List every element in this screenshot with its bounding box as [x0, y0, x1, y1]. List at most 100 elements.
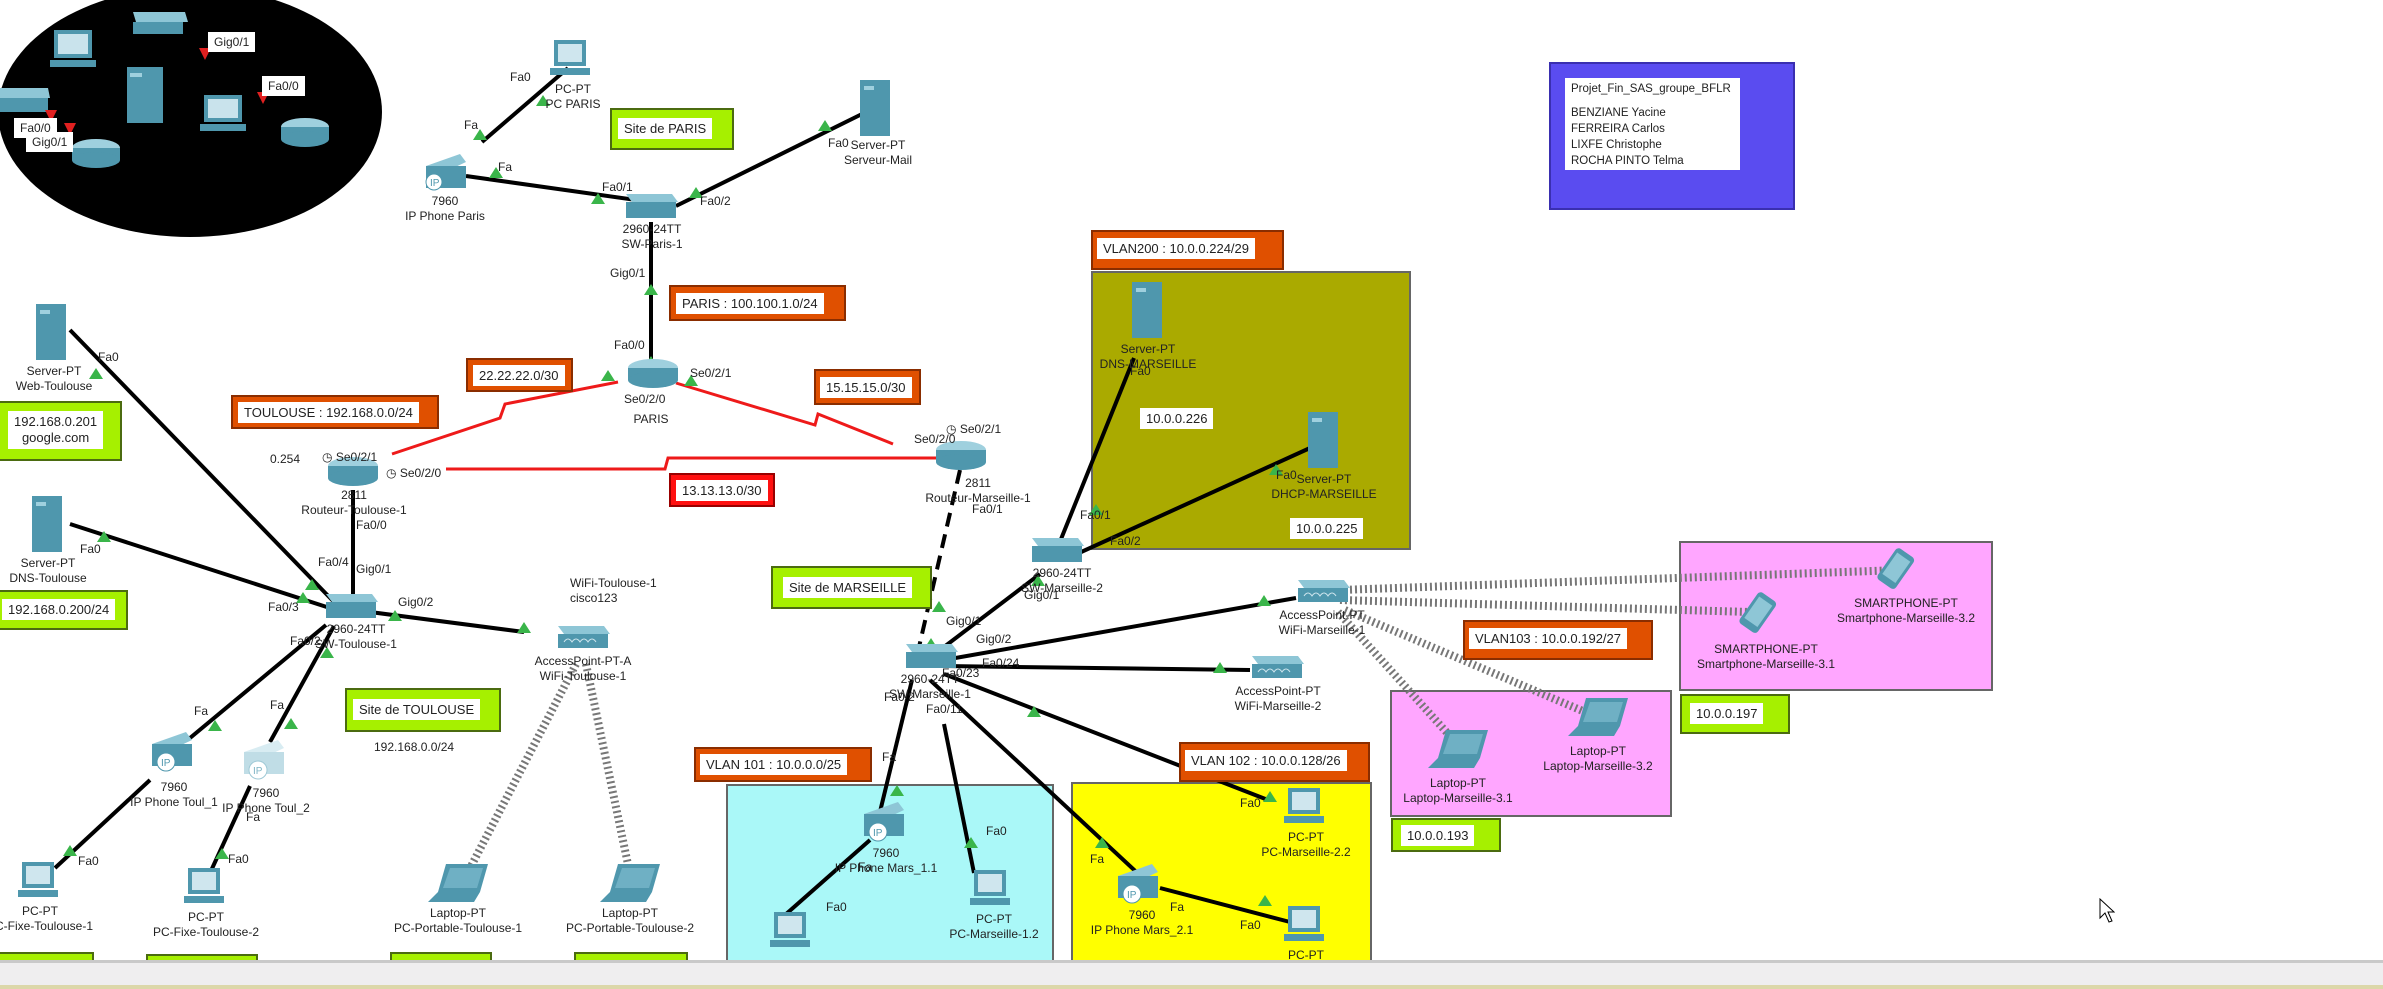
pc-icon[interactable]: [16, 862, 64, 902]
bottom-scrollbar[interactable]: [0, 960, 2383, 989]
link-phone-sw-paris[interactable]: [465, 174, 651, 204]
link-status-indicator: [1257, 595, 1271, 606]
pc-icon[interactable]: [1282, 906, 1330, 946]
ip-phone-icon[interactable]: IP: [858, 800, 912, 844]
link-status-indicator: [1027, 706, 1041, 717]
link-status-indicator: [1263, 791, 1277, 802]
link-sw-mars1-ap1[interactable]: [943, 596, 1297, 662]
link-status-indicator: [1269, 464, 1283, 475]
server-icon[interactable]: [1130, 280, 1166, 340]
link-status-indicator: [473, 129, 487, 140]
link-status-indicator: [644, 284, 658, 295]
pc-icon[interactable]: [550, 40, 594, 80]
ip-phone-icon[interactable]: IP: [1112, 862, 1166, 906]
router-icon[interactable]: [934, 440, 990, 474]
pc-icon[interactable]: [182, 868, 230, 908]
legend-server-icon: [127, 67, 163, 123]
link-sw-mars1-phone21[interactable]: [928, 678, 1147, 882]
legend-port-label: Gig0/1: [208, 32, 256, 52]
wireless-link-toul2[interactable]: [582, 663, 634, 875]
laptop-icon[interactable]: [1568, 698, 1630, 740]
smartphone-icon[interactable]: [1872, 546, 1928, 592]
laptop-icon[interactable]: [428, 864, 490, 906]
ip-phone-icon[interactable]: IP: [420, 152, 470, 192]
port-label: Fa0: [228, 852, 249, 866]
wireless-link-lap32[interactable]: [1343, 606, 1587, 716]
wireless-link-sm31[interactable]: [1339, 596, 1751, 616]
note-text: Site de MARSEILLE: [783, 577, 913, 598]
link-sw-mars1-ap2[interactable]: [943, 664, 1251, 672]
server-icon[interactable]: [30, 494, 66, 554]
link-sw-toul-phone2[interactable]: [268, 625, 336, 743]
serial-toulouse-paris[interactable]: [391, 380, 619, 456]
link-status-indicator: [601, 370, 615, 381]
link-status-indicator: [1258, 895, 1272, 906]
device-label-line: AccessPoint-PT: [1279, 608, 1365, 622]
link-dns-sw-toul[interactable]: [69, 522, 337, 612]
port-label: Gig0/2: [398, 595, 434, 609]
device-label-line: 7960: [872, 846, 900, 860]
pc-icon[interactable]: [768, 912, 816, 952]
site-toulouse-note: Site de TOULOUSE: [345, 688, 501, 732]
device-label-line: AccessPoint-PT-A: [534, 654, 632, 668]
ip-phone-icon[interactable]: IP: [146, 730, 200, 774]
note-text: Projet_Fin_SAS_groupe_BFLR BENZIANE Yaci…: [1565, 78, 1740, 170]
link-pc-paris-phone[interactable]: [480, 66, 570, 144]
link-router-mars-sw-mars1[interactable]: [914, 469, 962, 661]
router-icon[interactable]: [326, 456, 382, 490]
device-label-line: Laptop-Marseille-3.2: [1543, 759, 1653, 773]
port-label: Gig0/1: [356, 562, 392, 576]
switch-icon[interactable]: [1028, 538, 1086, 566]
access-point-icon[interactable]: [554, 626, 612, 654]
device-label-line: PC-PT: [1287, 830, 1324, 844]
svg-text:IP: IP: [161, 758, 171, 769]
device-label-line: 7960: [252, 786, 280, 800]
access-point-icon[interactable]: [1294, 580, 1352, 608]
switch-icon[interactable]: [622, 194, 680, 222]
device-label-line: Server-PT: [26, 364, 82, 378]
server-icon[interactable]: [34, 302, 70, 362]
device-label-line: Routeur-Marseille-1: [925, 491, 1031, 505]
serial-paris-marseille[interactable]: [675, 381, 894, 446]
device-label-line: 7960: [160, 780, 188, 794]
link-phone21-pc21[interactable]: [1159, 886, 1291, 924]
pc-icon[interactable]: [968, 870, 1016, 910]
note-text: VLAN103 : 10.0.0.192/27: [1469, 628, 1628, 649]
laptop-icon[interactable]: [1428, 730, 1490, 772]
server-icon[interactable]: [858, 78, 894, 138]
serial-toulouse-marseille[interactable]: [446, 456, 940, 471]
switch-icon[interactable]: [902, 644, 960, 672]
router-icon[interactable]: [626, 358, 682, 392]
port-label: Fa0/1: [1080, 508, 1111, 522]
link-sw-mars1-phone11[interactable]: [876, 679, 914, 821]
switch-icon[interactable]: [322, 594, 380, 622]
link-sw-toul-phone1[interactable]: [188, 623, 328, 740]
link-status-indicator: [924, 638, 938, 649]
port-label: Fa0: [98, 350, 119, 364]
link-status-indicator: [536, 95, 550, 106]
link-sw-mars2-sw-mars1[interactable]: [938, 572, 1042, 652]
link-phone11-pc11[interactable]: [783, 838, 872, 917]
link-web-sw-toul[interactable]: [68, 328, 338, 606]
smartphone-icon[interactable]: [1734, 590, 1790, 636]
pc-icon[interactable]: [1282, 788, 1330, 828]
ip-phone-icon[interactable]: IP: [238, 738, 292, 782]
link-sw-mars2-dns[interactable]: [1053, 357, 1136, 555]
device-label-line: 2960-24TT: [622, 222, 682, 236]
svg-text:IP: IP: [1127, 890, 1137, 901]
device-label-line: PC-Fixe-Toulouse-1: [0, 919, 94, 933]
server-icon[interactable]: [1306, 410, 1342, 470]
wireless-link-sm32[interactable]: [1339, 566, 1901, 594]
access-point-icon[interactable]: [1248, 656, 1306, 684]
link-status-indicator: [1031, 575, 1045, 586]
topology-workspace[interactable]: Gig0/1 Fa0/0 Fa0/0 Gig0/1: [0, 0, 2383, 968]
link-sw-mars1-pc12[interactable]: [942, 723, 976, 874]
link-status-indicator: [964, 837, 978, 848]
laptop-icon[interactable]: [600, 864, 662, 906]
